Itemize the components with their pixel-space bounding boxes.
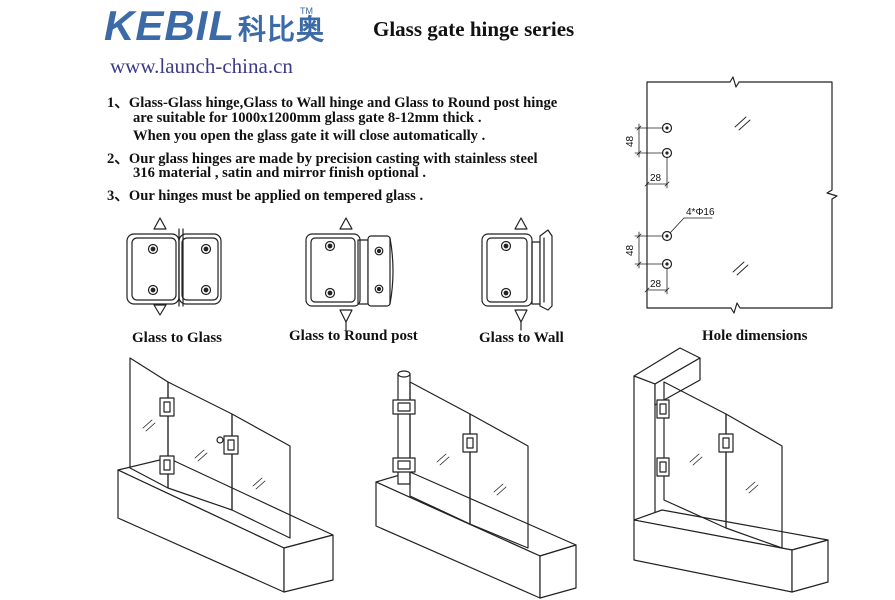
feature-line-5: 316 material , satin and mirror finish o…	[133, 165, 426, 181]
glass-to-glass-hinge-drawing	[126, 217, 222, 316]
logo-chinese-text: 科比奥	[238, 13, 326, 46]
caption-hole-dimensions: Hole dimensions	[702, 328, 808, 344]
glass-to-wall-gate-scene	[633, 347, 829, 593]
dim-edge-lower: 28	[650, 279, 662, 290]
dim-spacing-lower: 48	[625, 244, 636, 256]
website-url: www.launch-china.cn	[110, 54, 293, 78]
glass-to-round-post-gate-scene	[375, 370, 577, 599]
logo-wordmark: KEBIL	[104, 2, 235, 49]
feature-line-6: 3、Our hinges must be applied on tempered…	[107, 188, 424, 204]
dim-edge-upper: 28	[650, 173, 662, 184]
feature-line-4: 2、Our glass hinges are made by precision…	[107, 151, 538, 167]
glass-to-wall-hinge-drawing	[481, 217, 553, 331]
glass-to-glass-gate-scene	[117, 357, 334, 593]
feature-line-3: When you open the glass gate it will clo…	[133, 128, 486, 144]
caption-glass-to-glass: Glass to Glass	[132, 330, 223, 346]
caption-glass-to-wall: Glass to Wall	[479, 330, 564, 346]
hole-dimensions-drawing	[634, 76, 838, 314]
glass-to-round-post-hinge-drawing	[305, 217, 394, 331]
caption-glass-to-round-post: Glass to Round post	[289, 328, 418, 344]
feature-line-2: are suitable for 1000x1200mm glass gate …	[133, 110, 482, 126]
dim-spacing-upper: 48	[625, 135, 636, 147]
logo-trademark: TM	[300, 6, 313, 16]
feature-line-1: 1、Glass-Glass hinge,Glass to Wall hinge …	[107, 95, 558, 111]
page-title: Glass gate hinge series	[373, 17, 575, 41]
dim-holes: 4*Φ16	[686, 207, 715, 218]
